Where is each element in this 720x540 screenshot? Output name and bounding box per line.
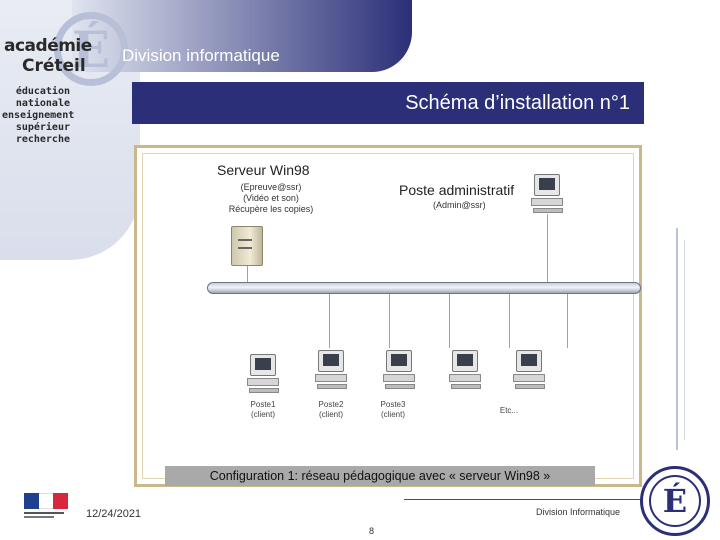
client-link-line bbox=[449, 294, 450, 348]
server-detail-line: (Vidéo et son) bbox=[221, 193, 321, 204]
client-link-line bbox=[509, 294, 510, 348]
network-backbone bbox=[207, 282, 641, 294]
academie-medal-icon: É bbox=[640, 466, 710, 536]
academie-logo-city: Créteil bbox=[22, 56, 86, 76]
client-link-line bbox=[389, 294, 390, 348]
server-tower-icon bbox=[231, 226, 263, 266]
client-name: Poste1 bbox=[241, 400, 285, 410]
slide-title-bar: Schéma d’installation n°1 bbox=[132, 82, 644, 124]
client-name: Etc... bbox=[487, 406, 531, 416]
client-computer-icon bbox=[315, 350, 349, 390]
ministry-line: enseignement bbox=[2, 110, 70, 122]
marianne-logo bbox=[24, 493, 68, 519]
medal-emblem: É bbox=[649, 475, 701, 527]
client-label: Poste1 (client) bbox=[241, 400, 285, 420]
client-link-line bbox=[567, 294, 568, 348]
client-name: Poste3 bbox=[371, 400, 415, 410]
ministry-line: éducation bbox=[2, 86, 70, 98]
page-number: 8 bbox=[369, 526, 374, 536]
footer-divider bbox=[404, 499, 646, 500]
footer-division: Division Informatique bbox=[536, 507, 620, 517]
decorative-rule bbox=[684, 240, 685, 440]
client-label: Poste2 (client) bbox=[309, 400, 353, 420]
admin-title: Poste administratif bbox=[399, 182, 514, 198]
diagram-caption: Configuration 1: réseau pédagogique avec… bbox=[165, 466, 595, 486]
ministry-line: recherche bbox=[2, 134, 70, 146]
server-title: Serveur Win98 bbox=[217, 162, 310, 178]
client-computer-icon bbox=[513, 350, 547, 390]
client-name: Poste2 bbox=[309, 400, 353, 410]
client-link-line bbox=[329, 294, 330, 348]
client-computer-icon bbox=[449, 350, 483, 390]
diagram-canvas: Serveur Win98 (Epreuve@ssr) (Vidéo et so… bbox=[142, 153, 634, 479]
client-role: (client) bbox=[241, 410, 285, 420]
client-computer-icon bbox=[383, 350, 417, 390]
server-detail-line: Récupère les copies) bbox=[221, 204, 321, 215]
slide-date: 12/24/2021 bbox=[86, 508, 141, 520]
admin-computer-icon bbox=[531, 174, 565, 214]
server-detail-line: (Epreuve@ssr) bbox=[221, 182, 321, 193]
server-link-line bbox=[247, 266, 248, 282]
ministry-line: nationale bbox=[2, 98, 70, 110]
client-label: Poste3 (client) bbox=[371, 400, 415, 420]
decorative-rule bbox=[676, 228, 678, 450]
admin-details: (Admin@ssr) bbox=[433, 200, 486, 210]
admin-link-line bbox=[547, 214, 548, 282]
academie-logo-text: académie bbox=[4, 38, 70, 55]
ministry-label: éducation nationale enseignement supérie… bbox=[2, 86, 70, 146]
ministry-line: supérieur bbox=[2, 122, 70, 134]
client-label: Etc... bbox=[487, 406, 531, 416]
french-flag-icon bbox=[24, 493, 68, 509]
server-details: (Epreuve@ssr) (Vidéo et son) Récupère le… bbox=[221, 182, 321, 215]
client-role: (client) bbox=[309, 410, 353, 420]
division-title: Division informatique bbox=[122, 46, 280, 66]
client-computer-icon bbox=[247, 354, 281, 394]
diagram-frame: Serveur Win98 (Epreuve@ssr) (Vidéo et so… bbox=[134, 145, 642, 487]
slide-title: Schéma d’installation n°1 bbox=[405, 92, 630, 115]
client-role: (client) bbox=[371, 410, 415, 420]
